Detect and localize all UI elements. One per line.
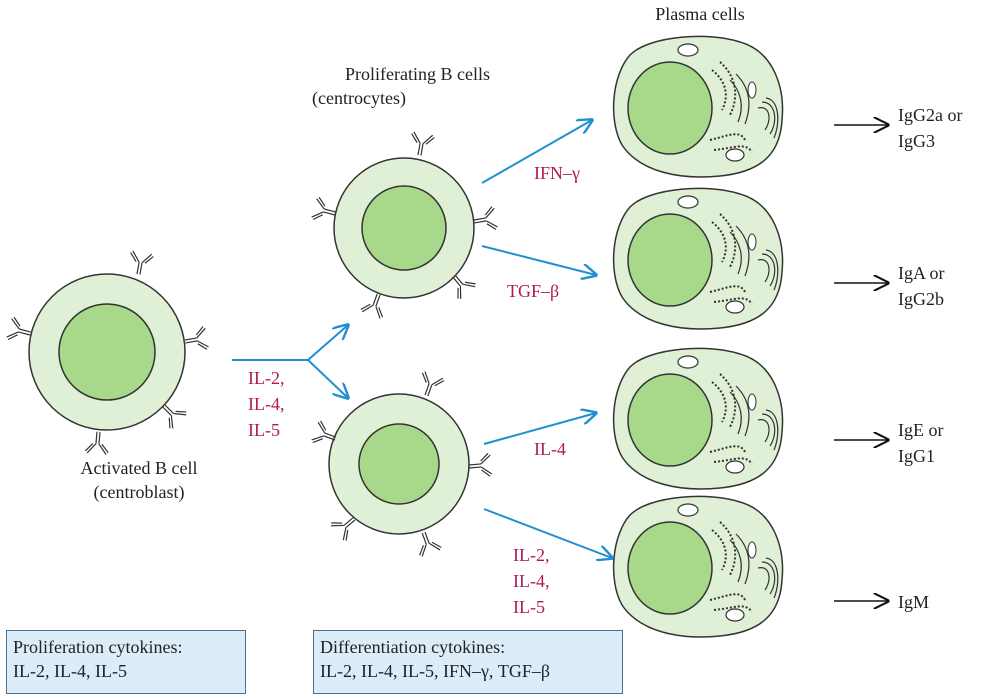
differentiation-legend-title: Differentiation cytokines: (320, 637, 506, 657)
plasma-cell-4 (612, 495, 784, 638)
proliferation-legend-title: Proliferation cytokines: (13, 637, 183, 657)
black-arrows (834, 125, 888, 601)
cytokine-il4-single: IL-4 (534, 439, 566, 459)
outcome-3-line2: IgG1 (898, 446, 935, 466)
proliferation-legend: Proliferation cytokines: IL-2, IL-4, IL-… (6, 630, 246, 694)
activated-title: Activated B cell (80, 458, 198, 478)
outcome-4-line1: IgM (898, 592, 929, 612)
activated-b-cell (5, 249, 210, 456)
cytokine-mix: IL-2, IL-4, IL-5 (513, 542, 549, 620)
plasma-cell-1 (612, 35, 784, 178)
cytokine-il4: IL-4, (248, 394, 285, 414)
outcome-1: IgG2a or IgG3 (898, 102, 962, 154)
proliferating-b-cell-bottom (310, 370, 493, 558)
cytokine-il2: IL-2, (248, 368, 285, 388)
outcome-1-line2: IgG3 (898, 131, 935, 151)
proliferating-subtitle: (centrocytes) (312, 88, 406, 108)
activated-subtitle: (centroblast) (93, 482, 185, 502)
plasma-cell-3 (612, 347, 784, 490)
proliferating-b-cell-top (310, 130, 499, 320)
proliferation-legend-list: IL-2, IL-4, IL-5 (13, 661, 127, 681)
outcome-1-line1: IgG2a or (898, 105, 963, 125)
cytokine-tgf-beta: TGF–β (507, 281, 560, 301)
activated-label: Activated B cell (centroblast) (44, 456, 234, 504)
outcome-2: IgA or IgG2b (898, 260, 945, 312)
outcome-2-line1: IgA or (898, 263, 945, 283)
differentiation-legend-list: IL-2, IL-4, IL-5, IFN–γ, TGF–β (320, 661, 551, 681)
proliferating-title: Proliferating B cells (345, 64, 490, 84)
proliferating-label: Proliferating B cells (centrocytes) (300, 62, 535, 110)
plasma-cell-2 (612, 187, 784, 330)
cytokine-il5: IL-5 (248, 420, 280, 440)
differentiation-legend: Differentiation cytokines: IL-2, IL-4, I… (313, 630, 623, 694)
blue-arrows (232, 120, 612, 558)
cytokine-mix-il2: IL-2, (513, 545, 550, 565)
outcome-3-line1: IgE or (898, 420, 944, 440)
cytokine-ifn-gamma: IFN–γ (534, 163, 580, 183)
outcome-2-line2: IgG2b (898, 289, 944, 309)
cytokine-mix-il5: IL-5 (513, 597, 545, 617)
outcome-4: IgM (898, 589, 929, 615)
proliferation-arrow-cytokines: IL-2, IL-4, IL-5 (248, 365, 284, 443)
plasma-cells-label: Plasma cells (655, 4, 745, 24)
cytokine-mix-il4: IL-4, (513, 571, 550, 591)
outcome-3: IgE or IgG1 (898, 417, 943, 469)
